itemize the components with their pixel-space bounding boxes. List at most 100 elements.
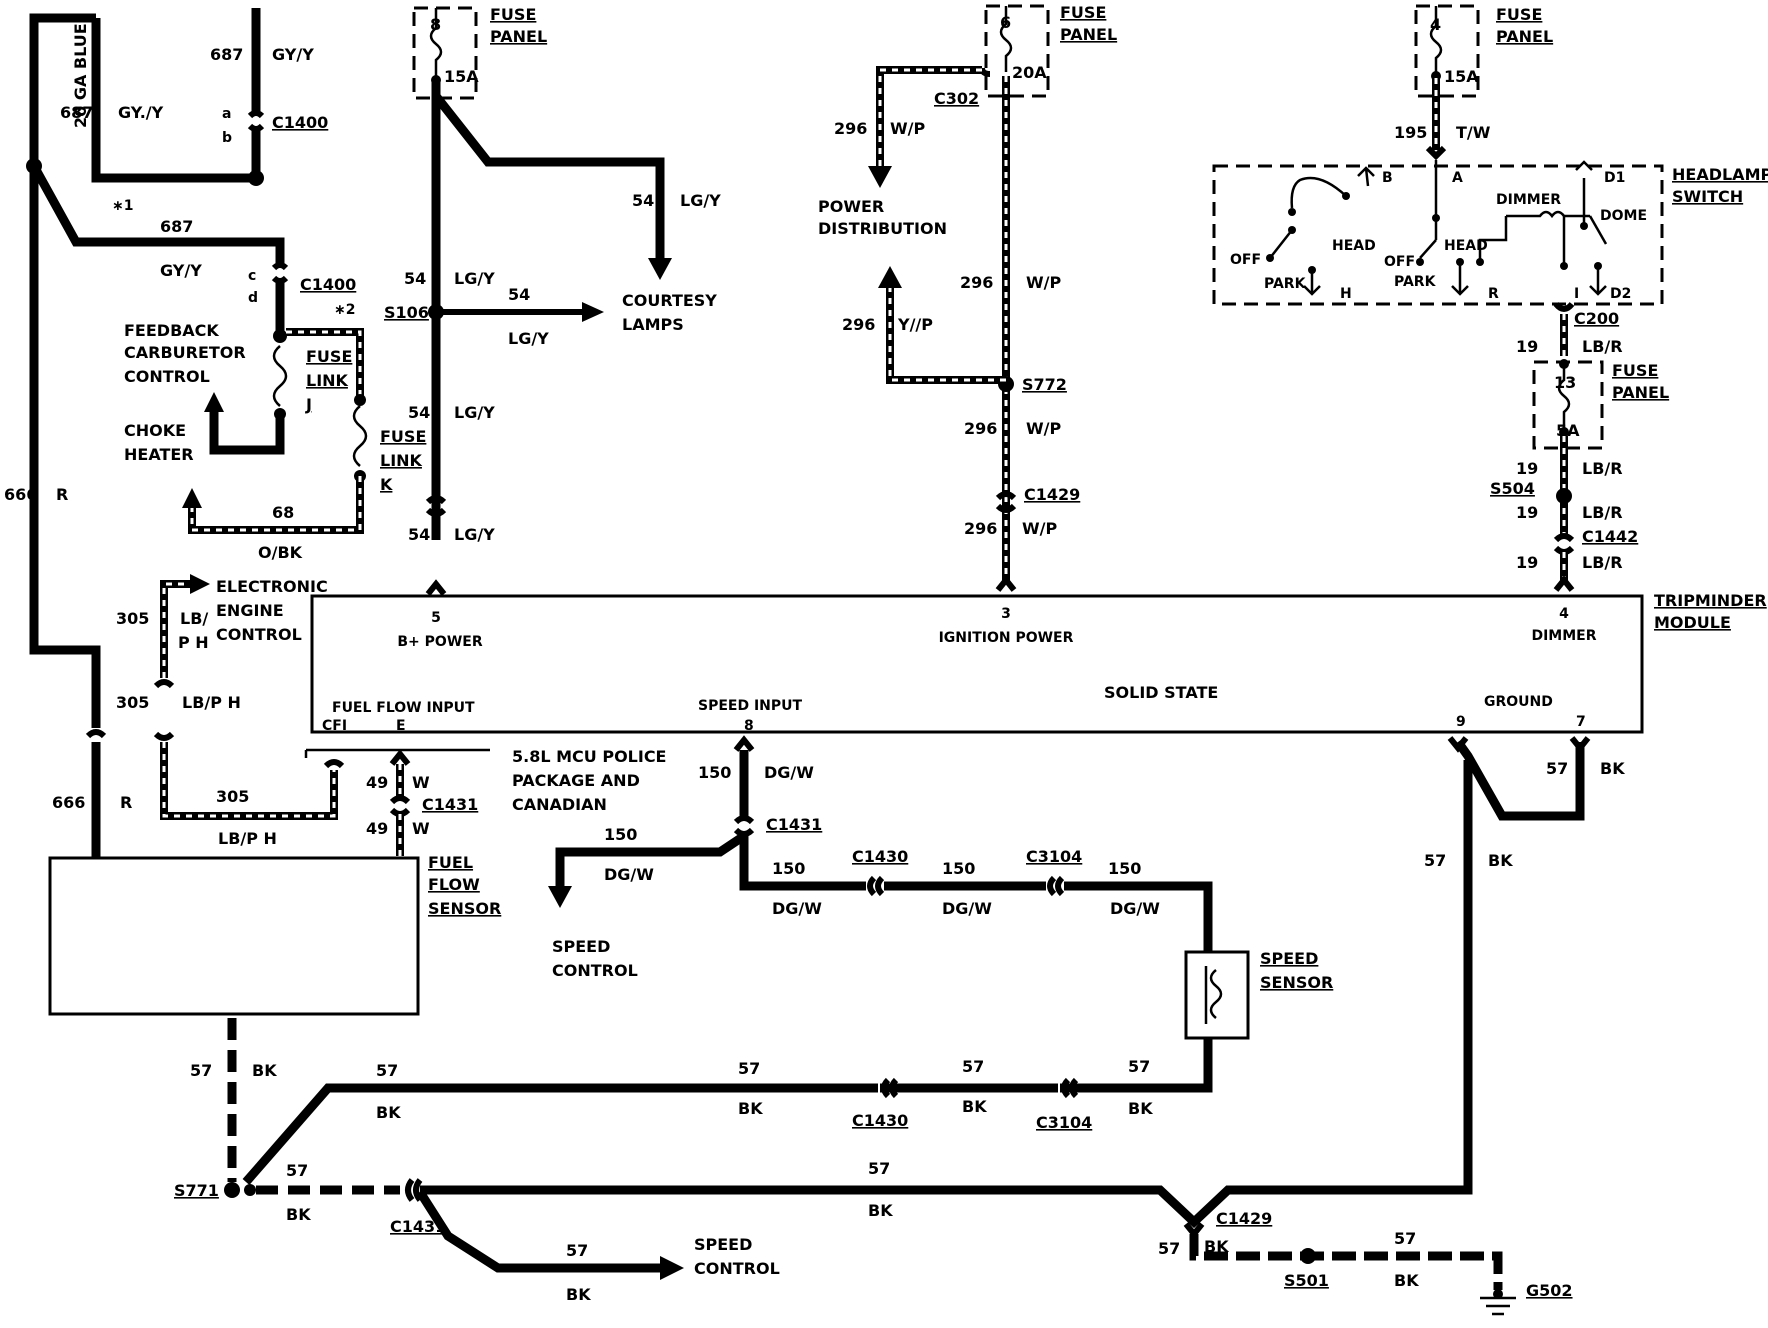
label-57-e: 57 (1128, 1057, 1150, 1076)
pin-3-tip (995, 575, 1017, 592)
label-c1400-pin-d: d (248, 290, 258, 306)
label-57-h-color: BK (868, 1201, 893, 1220)
module-pin-e: E (396, 718, 406, 734)
fuse-6-label-2: PANEL (1060, 25, 1117, 44)
label-c200: C200 (1574, 309, 1619, 328)
fuse-4-label-1: FUSE (1496, 5, 1542, 24)
wire-150-e (1064, 881, 1213, 952)
speed-sensor-box (1184, 950, 1250, 1040)
hs-arm-2 (1419, 239, 1437, 259)
arrow-296-yp (878, 266, 902, 288)
label-feedback-3: CONTROL (124, 367, 210, 386)
label-speed-control-b-2: CONTROL (694, 1259, 780, 1278)
speed-sensor-coil (1204, 966, 1223, 1024)
arrow-courtesy-2 (582, 302, 604, 322)
hs-pin-h-arrow (1303, 270, 1321, 296)
module-pin-8: 8 (744, 718, 754, 734)
connector-c1430-150 (867, 875, 885, 897)
label-19-1-color: LB/R (1582, 337, 1623, 356)
splice-dot-c1400 (248, 170, 264, 186)
connector-305-cfi (323, 759, 345, 769)
label-150-c-color: DG/W (772, 899, 822, 918)
label-54-1: 54 (632, 191, 654, 210)
arrow-power-dist (868, 166, 892, 188)
module-ground: GROUND (1484, 694, 1553, 710)
hs-pin-d1-arrow (1575, 160, 1593, 171)
hs-label-dimmer: DIMMER (1496, 192, 1561, 208)
speed-sensor-label-2: SENSOR (1260, 973, 1333, 992)
label-fuse-link-k-2: LINK (380, 451, 423, 470)
label-57-i-color: BK (1488, 851, 1513, 870)
connector-195 (1425, 145, 1447, 161)
label-fuse-link-k-1: FUSE (380, 427, 426, 446)
module-pin-7: 7 (1576, 714, 1586, 730)
label-150-d-color: DG/W (942, 899, 992, 918)
module-solid-state: SOLID STATE (1104, 683, 1218, 702)
label-150-e: 150 (1108, 859, 1141, 878)
label-296-2: 296 (960, 273, 993, 292)
hs-label-head-2: HEAD (1444, 238, 1488, 254)
label-54-3: 54 (508, 285, 530, 304)
label-57-l-color: BK (1394, 1271, 1419, 1290)
hs-dot-7 (1416, 258, 1424, 266)
arrow-57-speed-control (660, 1256, 684, 1280)
label-666-b: 666 (52, 793, 85, 812)
label-68-color: O/BK (258, 543, 303, 562)
label-68: 68 (272, 503, 294, 522)
pins-9-7-tips (1447, 736, 1591, 753)
label-57-k-color: BK (1204, 1237, 1229, 1256)
wire-305-lower-hatch (162, 742, 336, 818)
hs-label-park-2: PARK (1394, 274, 1437, 290)
label-687-a-color: GY/Y (272, 45, 314, 64)
fuse-4-label-2: PANEL (1496, 27, 1553, 46)
label-305-b-color: LB/P H (182, 693, 241, 712)
connector-c1429-54 (425, 495, 447, 517)
label-note-1: ∗1 (112, 198, 133, 214)
fuse-13-label-1: FUSE (1612, 361, 1658, 380)
label-49-b: 49 (366, 819, 388, 838)
module-pin-4: 4 (1559, 606, 1569, 622)
label-687-c-color: GY/Y (160, 261, 202, 280)
fuse-13-label-2: PANEL (1612, 383, 1669, 402)
label-57-k: 57 (1158, 1239, 1180, 1258)
label-feedback-2: CARBURETOR (124, 343, 246, 362)
fuel-flow-circuit (48, 749, 420, 1016)
label-c1429-296: C1429 (1024, 485, 1080, 504)
label-150-d: 150 (942, 859, 975, 878)
hs-label-head-1: HEAD (1332, 238, 1376, 254)
wire-68-hatch (190, 476, 362, 532)
label-c1442: C1442 (1582, 527, 1638, 546)
label-19-2: 19 (1516, 459, 1538, 478)
label-eec-1: ELECTRONIC (216, 577, 328, 596)
fuse-4-box (1414, 4, 1480, 98)
label-49-a: 49 (366, 773, 388, 792)
hs-label-a: A (1452, 170, 1463, 186)
pin-e-tip (389, 749, 411, 766)
label-57-j-color: BK (1600, 759, 1625, 778)
circuit-54 (412, 6, 998, 596)
wire-687-upper (91, 18, 256, 183)
ground-circuit (224, 736, 1591, 1316)
label-speed-control-1: SPEED (552, 937, 610, 956)
label-305-a-color-2: P H (178, 633, 209, 652)
label-54-5-color: LG/Y (454, 525, 495, 544)
label-150-b-color: DG/W (604, 865, 654, 884)
fuse-13-dot-bottom (1559, 427, 1569, 437)
module-cfi: CFI (322, 718, 347, 734)
label-fuse-link-j-2: LINK (306, 371, 349, 390)
label-150-b: 150 (604, 825, 637, 844)
hs-dimmer-coil (1506, 210, 1565, 219)
label-54-4-color: LG/Y (454, 403, 495, 422)
wire-296-yp-hatch (888, 286, 1006, 382)
hs-label-r: R (1488, 286, 1499, 302)
fuse-8-label-2: PANEL (490, 27, 547, 46)
label-687-b: 687 (60, 103, 93, 122)
wire-20ga-top (29, 13, 96, 166)
wire-687-lower (30, 163, 285, 266)
label-296-1: 296 (834, 119, 867, 138)
label-fuse-link-j-3: J (305, 395, 312, 414)
label-fuse-link-j-1: FUSE (306, 347, 352, 366)
headlamp-label-2: SWITCH (1672, 187, 1743, 206)
wire-54-courtesy (432, 93, 665, 258)
